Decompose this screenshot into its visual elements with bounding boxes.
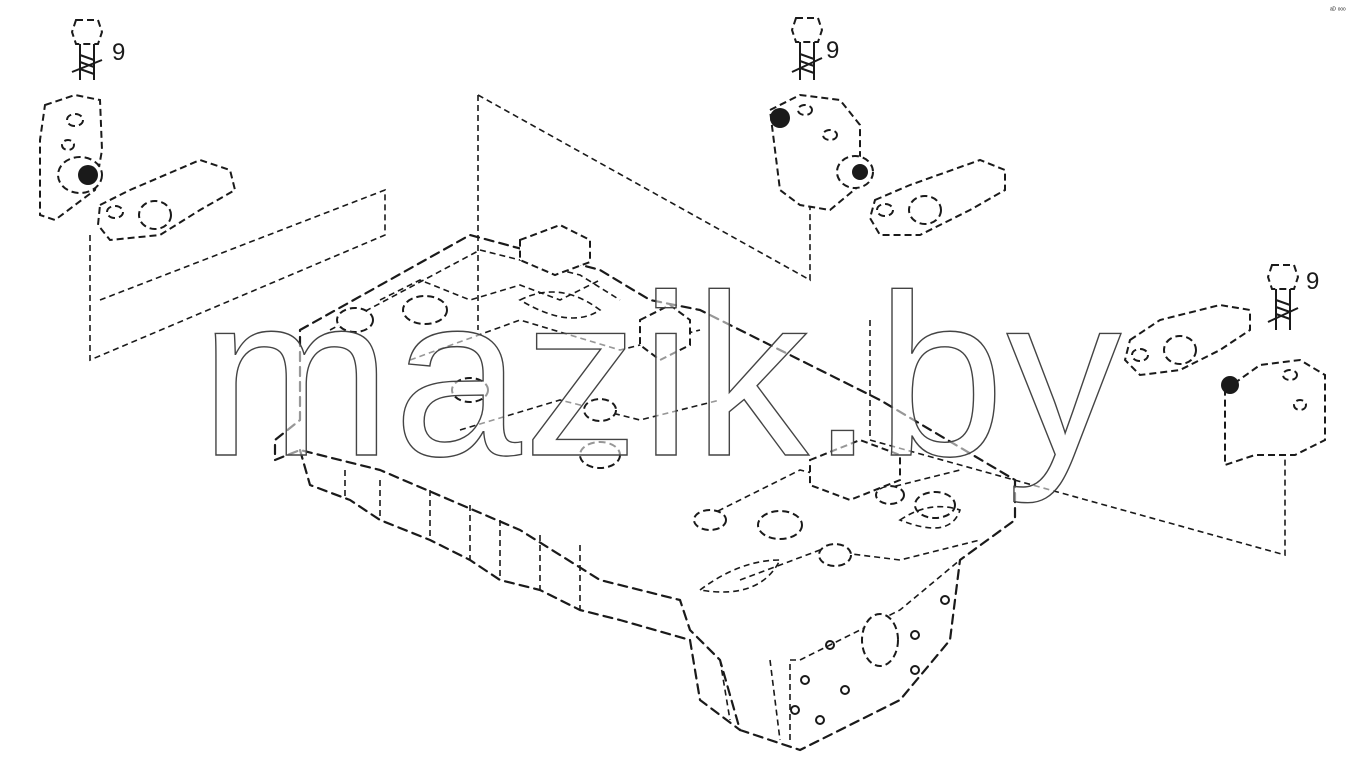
rocker-assembly-left: [39, 19, 237, 242]
watermark: mazik.by: [200, 247, 1123, 504]
bolt-middle: [790, 17, 824, 80]
callout-9-right: 9: [1306, 268, 1319, 295]
rocker-assembly-middle: [768, 17, 1006, 236]
cylinder-head: [273, 223, 1017, 752]
callout-9-left: 9: [112, 39, 125, 66]
bolt-left: [70, 19, 104, 80]
bolt-right: [1266, 264, 1300, 330]
callout-9-middle: 9: [826, 37, 839, 64]
assembly-guide-lines: [89, 94, 1286, 557]
corner-code: ᵃᴰ ᵒᵒᵒ: [1330, 7, 1346, 14]
rocker-assembly-right: [1123, 264, 1326, 467]
